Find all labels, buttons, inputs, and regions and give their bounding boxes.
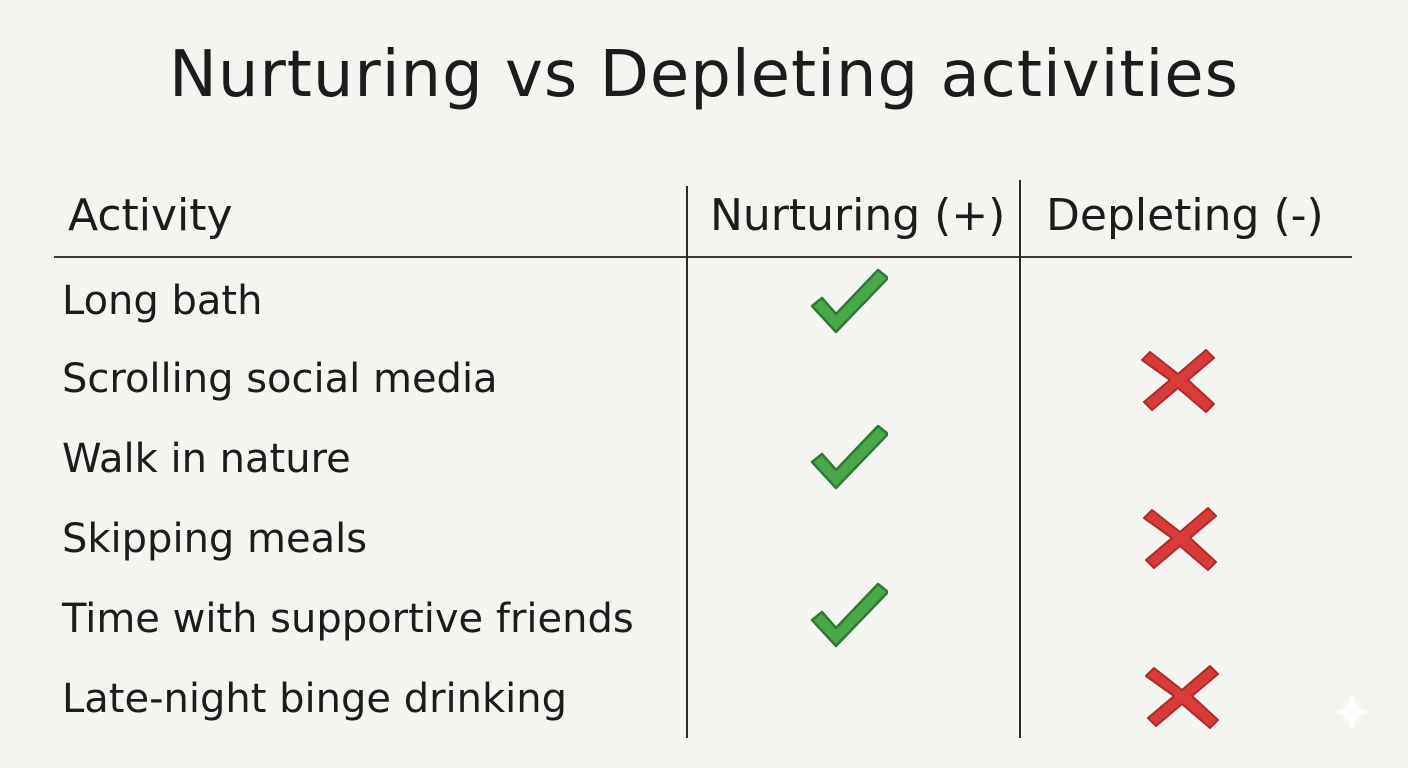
sparkle-icon [1332,692,1372,732]
row-label-4: Skipping meals [62,516,368,562]
cross-icon [1145,665,1219,729]
row-label-5: Time with supportive friends [62,596,634,642]
row-label-6: Late-night binge drinking [62,676,568,722]
check-icon [810,424,888,490]
column-divider-2 [1019,180,1021,738]
row-label-2: Scrolling social media [62,356,498,402]
cross-icon [1143,507,1217,571]
header-underline [54,256,1352,258]
check-icon [810,268,888,334]
cross-icon [1141,349,1215,413]
header-activity: Activity [68,190,233,241]
row-label-3: Walk in nature [62,436,351,482]
header-depleting: Depleting (-) [1046,190,1324,241]
page-title: Nurturing vs Depleting activities [169,38,1239,112]
header-nurturing: Nurturing (+) [710,190,1006,241]
row-label-1: Long bath [62,278,263,324]
column-divider-1 [686,186,688,738]
check-icon [810,582,888,648]
